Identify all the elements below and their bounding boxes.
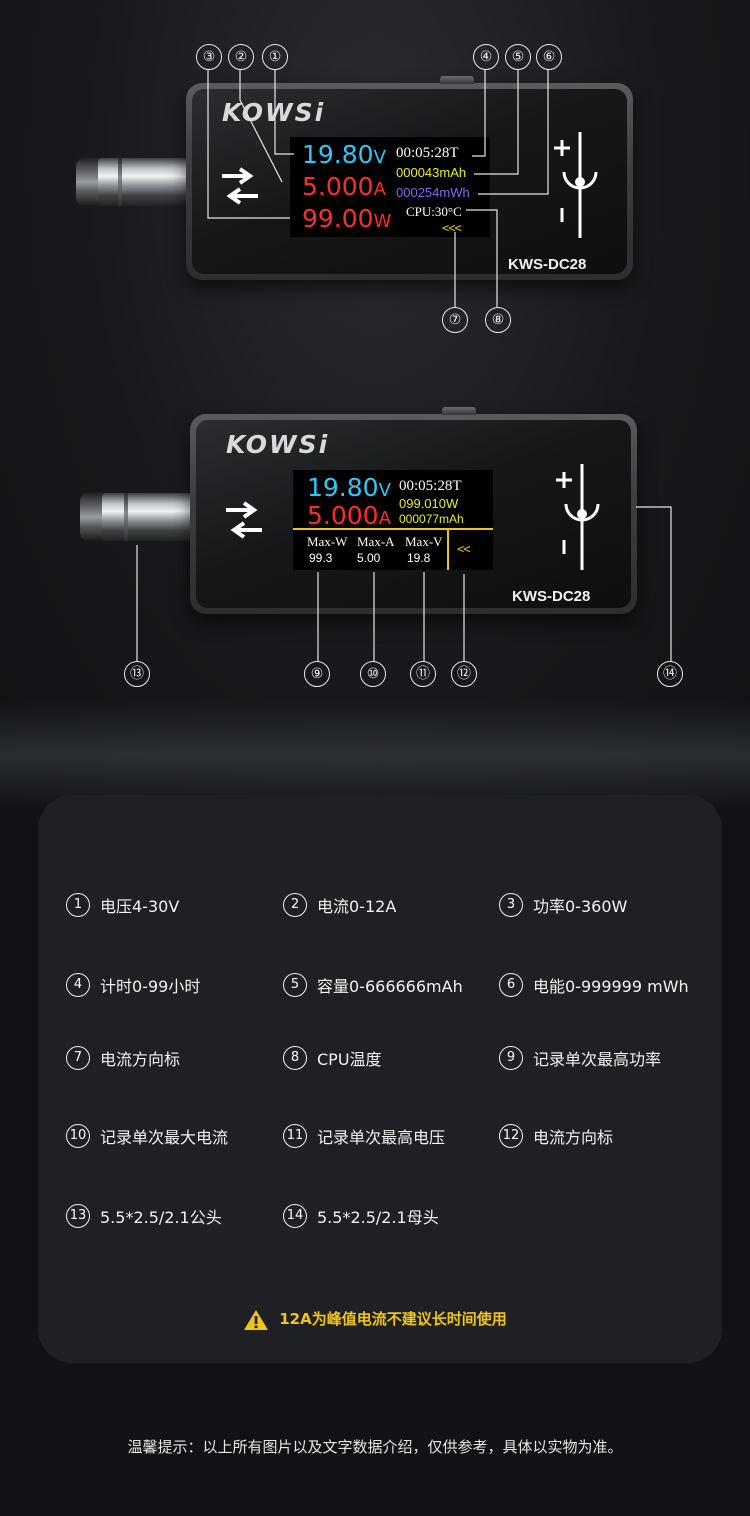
spec-number: 8 xyxy=(283,1046,307,1070)
cpu-temp-reading: CPU:30°C xyxy=(406,204,462,219)
spec-item-6: 6 电能0-999999 mWh xyxy=(499,972,689,998)
spec-panel xyxy=(38,795,722,1363)
callout-11: ⑪ xyxy=(410,661,436,687)
spec-item-14: 14 5.5*2.5/2.1母头 xyxy=(283,1203,439,1229)
timer-reading: 00:05:28T xyxy=(399,478,462,494)
warning-text: 12A为峰值电流不建议长时间使用 xyxy=(279,1310,507,1328)
max-a-value: 5.00 xyxy=(357,551,381,565)
divider-line xyxy=(293,528,493,530)
capacity-reading: 000043mAh xyxy=(396,165,467,180)
direction-arrows-icon xyxy=(226,501,262,539)
spec-text: 5.5*2.5/2.1母头 xyxy=(317,1208,439,1227)
polarity-symbol-icon xyxy=(554,132,598,238)
top-button[interactable] xyxy=(442,407,476,415)
spec-item-5: 5 容量0-666666mAh xyxy=(283,972,463,998)
energy-reading: 000254mWh xyxy=(396,185,470,200)
spec-number: 12 xyxy=(499,1124,523,1148)
spec-item-3: 3 功率0-360W xyxy=(499,892,627,918)
lcd-screen-1: 19.80V 5.000A 99.00W 00:05:28T 000043mAh… xyxy=(290,137,490,237)
voltage-reading: 19.80V xyxy=(307,473,391,502)
callout-3: ③ xyxy=(196,44,222,70)
callout-10: ⑩ xyxy=(360,661,386,687)
background-light-band xyxy=(0,700,750,810)
max-w-value: 99.3 xyxy=(309,551,333,565)
spec-number: 14 xyxy=(283,1204,307,1228)
current-reading: 5.000A xyxy=(307,501,391,530)
callout-1: ① xyxy=(262,44,288,70)
callout-4: ④ xyxy=(473,44,499,70)
spec-text: 5.5*2.5/2.1公头 xyxy=(100,1208,222,1227)
spec-text: 电压4-30V xyxy=(100,897,180,916)
power-reading: 099.010W xyxy=(399,496,459,511)
spec-text: 记录单次最高电压 xyxy=(317,1128,446,1147)
spec-number: 13 xyxy=(66,1204,90,1228)
spec-item-12: 12 电流方向标 xyxy=(499,1123,613,1149)
spec-text: 记录单次最高功率 xyxy=(533,1050,662,1069)
warning-note: 12A为峰值电流不建议长时间使用 xyxy=(0,1308,750,1331)
spec-item-1: 1 电压4-30V xyxy=(66,892,179,918)
current-direction-indicator: << xyxy=(457,542,470,556)
polarity-symbol-icon xyxy=(556,464,600,570)
max-w-label: Max-W xyxy=(307,534,348,549)
callout-2: ② xyxy=(228,44,254,70)
spec-item-7: 7 电流方向标 xyxy=(66,1045,180,1071)
power-reading: 99.00W xyxy=(302,204,392,233)
model-label: KWS-DC28 xyxy=(508,256,587,273)
callout-8: ⑧ xyxy=(485,307,511,333)
spec-number: 4 xyxy=(66,973,90,997)
direction-arrows-icon xyxy=(222,167,258,205)
spec-number: 6 xyxy=(499,973,523,997)
callout-12: ⑫ xyxy=(451,661,477,687)
timer-reading: 00:05:28T xyxy=(396,145,459,161)
spec-text: 电流0-12A xyxy=(317,897,397,916)
spec-number: 3 xyxy=(499,893,523,917)
model-label: KWS-DC28 xyxy=(512,588,591,605)
spec-number: 1 xyxy=(66,893,90,917)
spec-text: CPU温度 xyxy=(317,1050,382,1069)
spec-number: 5 xyxy=(283,973,307,997)
max-a-label: Max-A xyxy=(357,534,395,549)
callout-7: ⑦ xyxy=(442,307,468,333)
spec-item-2: 2 电流0-12A xyxy=(283,892,396,918)
callout-13: ⑬ xyxy=(124,661,150,687)
top-button[interactable] xyxy=(440,76,474,84)
spec-item-4: 4 计时0-99小时 xyxy=(66,972,200,998)
voltage-reading: 19.80V xyxy=(302,140,386,169)
spec-text: 电能0-999999 mWh xyxy=(533,977,689,996)
spec-text: 功率0-360W xyxy=(533,897,628,916)
brand-logo: KOWSi xyxy=(222,98,326,127)
spec-text: 计时0-99小时 xyxy=(100,977,201,996)
lcd-screen-2: 19.80V 5.000A 00:05:28T 099.010W 000077m… xyxy=(293,470,493,570)
warning-icon xyxy=(244,1309,269,1330)
current-direction-indicator: <<< xyxy=(442,221,462,235)
callout-leader-lines xyxy=(136,70,672,661)
callout-14: ⑭ xyxy=(657,661,683,687)
spec-text: 电流方向标 xyxy=(100,1050,181,1069)
spec-item-11: 11 记录单次最高电压 xyxy=(283,1123,445,1149)
capacity-reading: 000077mAh xyxy=(399,512,464,526)
spec-number: 10 xyxy=(66,1124,90,1148)
spec-number: 7 xyxy=(66,1046,90,1070)
spec-number: 9 xyxy=(499,1046,523,1070)
brand-logo: KOWSi xyxy=(226,430,330,459)
spec-item-13: 13 5.5*2.5/2.1公头 xyxy=(66,1203,222,1229)
spec-item-8: 8 CPU温度 xyxy=(283,1045,382,1071)
spec-text: 容量0-666666mAh xyxy=(317,977,463,996)
callout-6: ⑥ xyxy=(536,44,562,70)
spec-item-10: 10 记录单次最大电流 xyxy=(66,1123,228,1149)
spec-text: 电流方向标 xyxy=(533,1128,614,1147)
spec-number: 11 xyxy=(283,1124,307,1148)
spec-item-9: 9 记录单次最高功率 xyxy=(499,1045,661,1071)
divider-line xyxy=(447,530,449,570)
callout-9: ⑨ xyxy=(304,661,330,687)
max-v-value: 19.8 xyxy=(407,551,431,565)
current-reading: 5.000A xyxy=(302,172,386,201)
spec-number: 2 xyxy=(283,893,307,917)
max-v-label: Max-V xyxy=(405,534,443,549)
callout-5: ⑤ xyxy=(505,44,531,70)
spec-text: 记录单次最大电流 xyxy=(100,1128,229,1147)
footer-disclaimer: 温馨提示：以上所有图片以及文字数据介绍，仅供参考，具体以实物为准。 xyxy=(127,1438,623,1456)
